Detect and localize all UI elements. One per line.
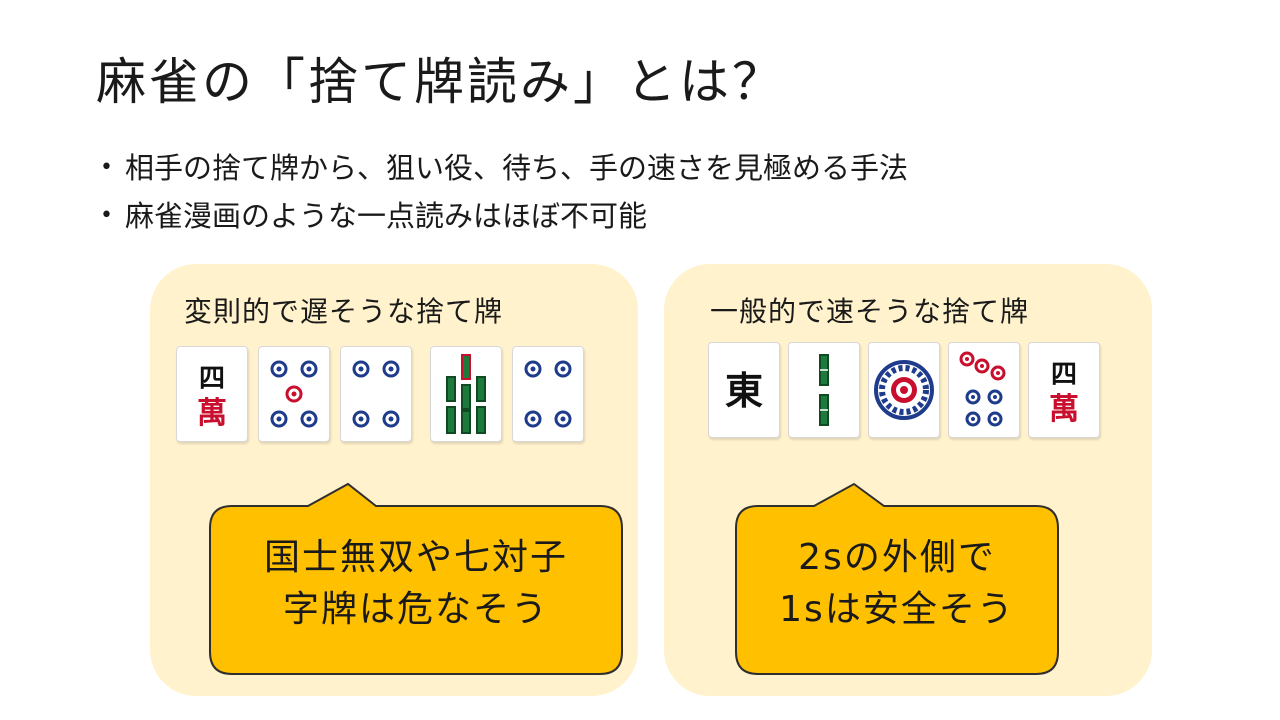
speech-bubble-shape xyxy=(209,482,623,675)
tile-east-wind: 東 xyxy=(708,342,780,438)
bullet-list: • 相手の捨て牌から、狙い役、待ち、手の速さを見極める手法 • 麻雀漫画のような一点… xyxy=(100,144,908,240)
pin-4-icon xyxy=(524,360,572,428)
tile-5-pin xyxy=(258,346,330,442)
bullet-item: • 麻雀漫画のような一点読みはほぼ不可能 xyxy=(100,192,908,240)
tile-8-sou xyxy=(430,346,502,442)
tile-4-pin xyxy=(512,346,584,442)
pin-4-icon xyxy=(352,360,400,428)
callout-line: 国士無双や七対子 xyxy=(263,537,568,578)
wind-character: 東 xyxy=(725,368,763,413)
tile-4-man: 四 萬 xyxy=(176,346,248,442)
tile-7-pin xyxy=(948,342,1020,438)
analysis-callout: 国士無双や七対子 字牌は危なそう xyxy=(208,482,624,676)
sou-8-icon xyxy=(446,354,486,434)
panel-title: 一般的で速そうな捨て牌 xyxy=(710,295,1030,328)
tile-4-man: 四 萬 xyxy=(1028,342,1100,438)
pin-7-icon xyxy=(959,351,1006,427)
callout-line: 1sは安全そう xyxy=(779,589,1015,630)
callout-line: 字牌は危なそう xyxy=(282,589,549,630)
sou-2-icon xyxy=(819,354,829,426)
pin-1-icon xyxy=(874,360,934,420)
callout-line: 2sの外側で xyxy=(798,537,996,578)
discard-tiles: 四 萬 xyxy=(176,346,594,442)
analysis-callout: 2sの外側で 1sは安全そう xyxy=(734,482,1060,676)
man-number: 四 xyxy=(199,364,225,394)
panel-title: 変則的で遅そうな捨て牌 xyxy=(184,295,504,328)
bullet-dot: • xyxy=(100,203,113,228)
tile-1-pin xyxy=(868,342,940,438)
man-suit: 萬 xyxy=(1049,392,1079,427)
man-number: 四 xyxy=(1051,360,1077,390)
bullet-dot: • xyxy=(100,155,113,180)
tile-2-sou xyxy=(788,342,860,438)
page-title: 麻雀の「捨て牌読み」とは？ xyxy=(96,53,785,111)
callout-text: 国士無双や七対子 字牌は危なそう xyxy=(208,532,624,636)
tile-4-pin xyxy=(340,346,412,442)
discard-tiles: 東 xyxy=(708,342,1108,438)
pin-5-icon xyxy=(270,360,318,428)
bullet-item: • 相手の捨て牌から、狙い役、待ち、手の速さを見極める手法 xyxy=(100,144,908,192)
bullet-text: 麻雀漫画のような一点読みはほぼ不可能 xyxy=(124,199,647,233)
bullet-text: 相手の捨て牌から、狙い役、待ち、手の速さを見極める手法 xyxy=(124,151,908,185)
man-suit: 萬 xyxy=(197,396,227,431)
speech-bubble-shape xyxy=(735,482,1059,675)
callout-text: 2sの外側で 1sは安全そう xyxy=(734,532,1060,636)
